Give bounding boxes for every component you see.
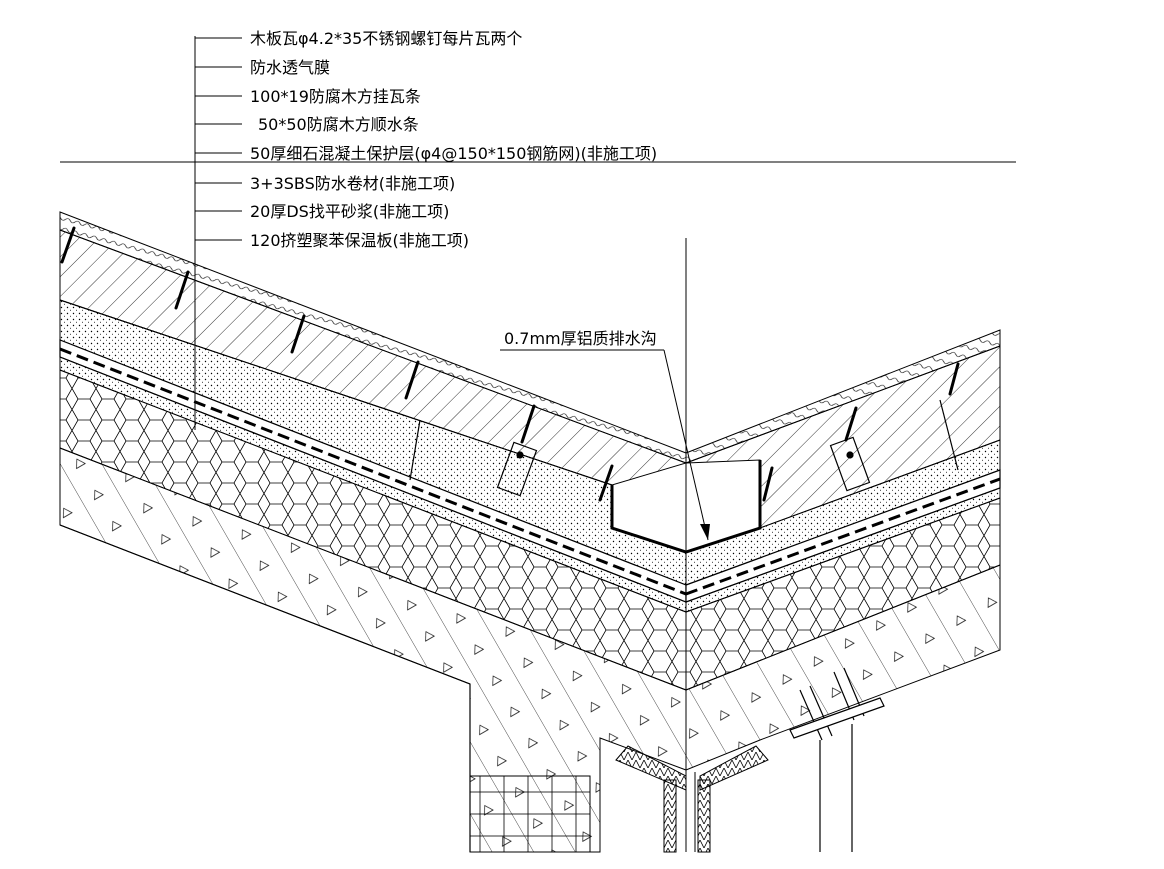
leader-label-membrane: 防水透气膜 — [250, 58, 330, 77]
leader-label-sbs: 3+3SBS防水卷材(非施工项) — [250, 174, 455, 193]
leader-label-shingle: 木板瓦φ4.2*35不锈钢螺钉每片瓦两个 — [250, 29, 522, 48]
gutter-leader-arrow — [700, 524, 710, 540]
leader-label-counter-batten: 50*50防腐木方顺水条 — [258, 115, 419, 134]
leader-label-insulation: 120挤塑聚苯保温板(非施工项) — [250, 231, 469, 250]
gutter-label: 0.7mm厚铝质排水沟 — [504, 329, 657, 348]
leader-label-concrete: 50厚细石混凝土保护层(φ4@150*150钢筋网)(非施工项) — [250, 144, 657, 163]
leader-label-group: 木板瓦φ4.2*35不锈钢螺钉每片瓦两个 防水透气膜 100*19防腐木方挂瓦条… — [250, 29, 657, 250]
left-slope-layers — [59, 211, 688, 853]
steel-support — [615, 745, 769, 853]
wall-outline — [59, 524, 471, 852]
masonry-block — [469, 775, 591, 853]
anchor-bolts — [789, 667, 885, 852]
aluminium-gutter — [610, 460, 762, 554]
batten-brackets — [409, 399, 959, 497]
leader-label-mortar: 20厚DS找平砂浆(非施工项) — [250, 202, 449, 221]
gutter-leader — [663, 349, 709, 541]
leader-ticks — [195, 37, 242, 241]
right-slope-layers — [685, 329, 1001, 771]
shingle-screws — [60, 226, 960, 502]
leader-label-batten: 100*19防腐木方挂瓦条 — [250, 87, 421, 106]
